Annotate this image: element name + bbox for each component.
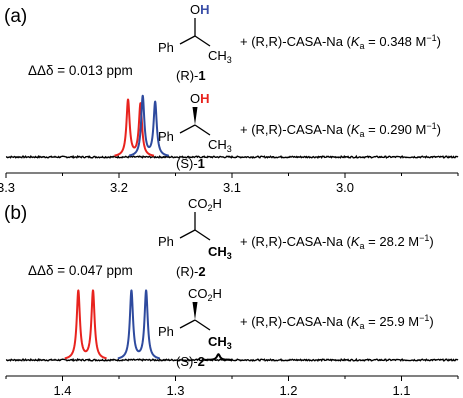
spectrum-series-0 [113,98,155,157]
phenyl-label: Ph [158,40,174,55]
panel-a-delta-annotation: ΔΔδ = 0.013 ppm [28,63,133,78]
structure-r-1: OH Ph CH3 (R)-1 + (R,R)-CASA-Na (Ka = 0.… [158,2,441,83]
carboxyl-label: CO2H [188,196,222,213]
structure-s-2: CO2H Ph CH3 (S)-2 + (R,R)-CASA-Na (Ka = … [158,286,434,369]
bond [179,124,196,134]
compound-label: (R)-2 [176,264,206,279]
x-ticks-a: 3.3 3.2 3.1 3.0 [0,173,459,195]
x-tick-label: 1.2 [279,383,297,398]
wedge-bond [192,107,198,125]
phenyl-label: Ph [158,324,174,339]
spectrum-a [5,94,459,160]
x-tick-label: 1.1 [392,383,410,398]
x-tick-label: 3.0 [336,180,354,195]
compound-label: (S)-1 [176,156,205,171]
spectrum-series-1 [116,289,161,360]
compound-label: (S)-2 [176,354,205,369]
equilibrium-text: + (R,R)-CASA-Na (Ka = 25.9 M−1) [240,313,434,331]
equilibrium-text: + (R,R)-CASA-Na (Ka = 28.2 M−1) [240,233,434,251]
bond [194,319,211,331]
panel-a: (a) ΔΔδ = 0.013 ppm OH Ph CH3 (R)-1 + (R… [0,2,459,195]
panel-b-label: (b) [4,203,27,224]
x-tick-label: 3.3 [0,180,15,195]
phenyl-label: Ph [158,129,174,144]
x-tick-label: 3.1 [223,180,241,195]
bond [179,229,196,239]
bond [179,319,196,329]
x-tick-label: 1.4 [53,383,71,398]
x-tick-label: 1.3 [166,383,184,398]
phenyl-label: Ph [158,234,174,249]
bond [194,35,211,47]
bond [194,124,211,136]
spectrum-series-1 [128,94,170,157]
methyl-label: CH3 [208,137,232,154]
hydroxyl-o: OH [190,91,210,106]
equilibrium-text: + (R,R)-CASA-Na (Ka = 0.290 M−1) [240,121,441,139]
structure-s-1: OH Ph CH3 (S)-1 + (R,R)-CASA-Na (Ka = 0.… [158,91,441,171]
baseline-trace [5,154,459,160]
panel-b-delta-annotation: ΔΔδ = 0.047 ppm [28,263,133,278]
compound-label: (R)-1 [176,68,206,83]
methyl-label: CH3 [208,334,232,351]
x-tick-label: 3.2 [110,180,128,195]
equilibrium-text: + (R,R)-CASA-Na (Ka = 0.348 M−1) [240,33,441,51]
structure-r-2: CO2H Ph CH3 (R)-2 + (R,R)-CASA-Na (Ka = … [158,196,434,279]
x-ticks-b: 1.4 1.3 1.2 1.1 [5,376,459,398]
bond [194,229,211,241]
carboxyl-label: CO2H [188,286,222,303]
methyl-label: CH3 [208,244,232,261]
hydroxyl-o: OH [190,2,210,17]
wedge-bond [192,302,198,320]
spectrum-b [5,289,459,363]
spectrum-series-2 [203,353,233,361]
panel-a-label: (a) [4,6,27,27]
methyl-label: CH3 [208,48,232,65]
bond [179,35,196,45]
spectrum-series-0 [63,289,108,360]
panel-b: (b) ΔΔδ = 0.047 ppm CO2H Ph CH3 (R)-2 + … [4,196,459,398]
